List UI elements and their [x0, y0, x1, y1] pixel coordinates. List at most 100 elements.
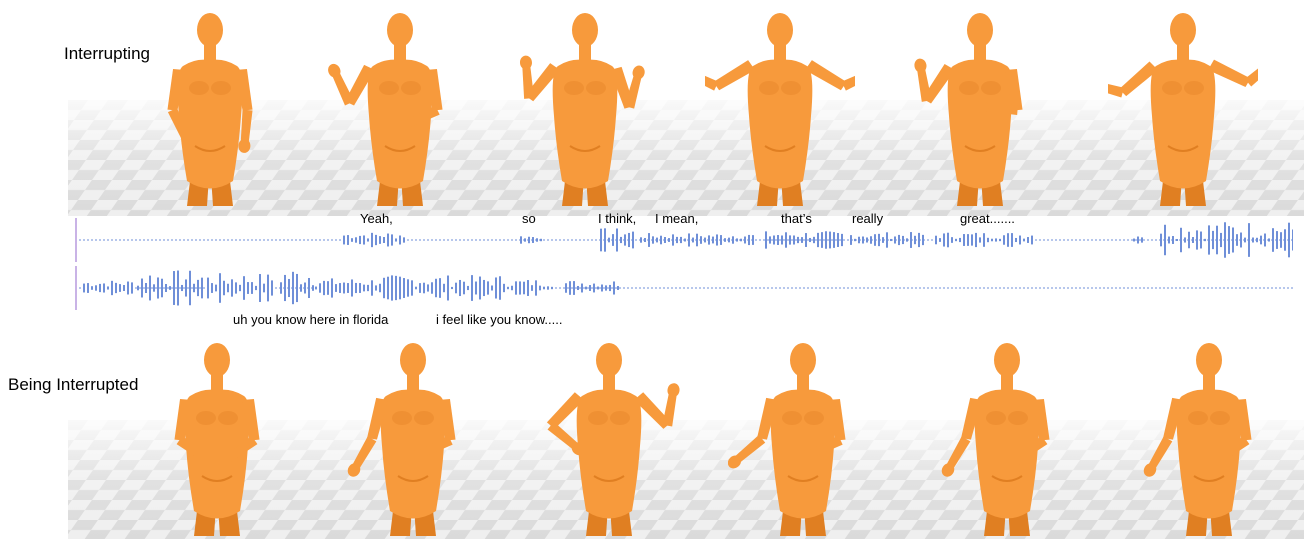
waveform-bar — [769, 236, 771, 244]
waveform-bar — [271, 280, 273, 296]
waveform-bar — [499, 276, 501, 300]
waveform-bar — [890, 238, 892, 242]
waveform-bar — [748, 234, 750, 246]
waveform-bar — [632, 231, 634, 249]
waveform-bar — [467, 285, 469, 291]
waveform-bar — [455, 282, 457, 294]
waveform-bar — [1011, 233, 1013, 247]
waveform-bar — [732, 236, 734, 244]
waveform-bar — [1248, 223, 1250, 257]
waveform-bar — [1220, 232, 1222, 248]
waveform-bar — [597, 286, 599, 290]
waveform-bar — [411, 280, 413, 296]
waveform-bar — [327, 281, 329, 295]
waveform-bar — [1137, 236, 1139, 244]
waveform-bar — [878, 233, 880, 247]
waveform-bar — [443, 283, 445, 293]
waveform-bar — [1133, 238, 1135, 242]
waveform-bar — [319, 283, 321, 293]
waveform-bar — [585, 286, 587, 290]
waveform-bar — [491, 285, 493, 291]
waveform-bar — [854, 238, 856, 242]
waveform-bar — [483, 279, 485, 297]
waveform-bar — [841, 233, 843, 247]
waveform-bar — [1196, 230, 1198, 250]
waveform-bar — [963, 234, 965, 246]
waveform-bar — [323, 280, 325, 296]
waveform-bar — [680, 236, 682, 244]
waveform-bar — [939, 238, 941, 242]
waveform-bar — [99, 283, 101, 293]
waveform-bar — [1224, 222, 1226, 258]
waveform-bar — [431, 282, 433, 294]
waveform-bar — [520, 236, 522, 244]
waveform-bar — [211, 283, 213, 293]
waveform-bar — [1208, 225, 1210, 255]
waveform-bar — [495, 277, 497, 299]
waveform-bar — [292, 271, 294, 305]
waveform-bar — [351, 238, 353, 242]
waveform-bar — [243, 276, 245, 300]
waveform-bar — [967, 234, 969, 246]
waveform-bar — [918, 232, 920, 248]
waveform-bar — [914, 235, 916, 245]
waveform-bar — [95, 285, 97, 291]
waveform-bar — [668, 238, 670, 242]
interrupter-waveform — [75, 222, 1293, 258]
waveform-bar — [886, 232, 888, 248]
waveform-bar — [359, 235, 361, 245]
waveform-bar — [1276, 231, 1278, 249]
waveform-bar — [652, 236, 654, 244]
waveform-bar — [543, 286, 545, 290]
waveform-bar — [573, 281, 575, 295]
waveform-bar — [684, 238, 686, 242]
waveform-bar — [1015, 237, 1017, 243]
waveform-bar — [975, 232, 977, 248]
waveform-bar — [724, 238, 726, 242]
waveform-bar — [1272, 228, 1274, 252]
waveform-bar — [391, 234, 393, 246]
waveform-bar — [1019, 235, 1021, 245]
waveform-bar — [1268, 238, 1270, 242]
waveform-bar — [813, 236, 815, 244]
waveform-bar — [304, 282, 306, 294]
waveform-bar — [577, 285, 579, 291]
waveform-bar — [797, 236, 799, 244]
waveform-bar — [1252, 237, 1254, 243]
waveform-bar — [173, 271, 175, 305]
waveform-bar — [765, 231, 767, 249]
waveform-bar — [267, 274, 269, 302]
waveform-bar — [519, 281, 521, 295]
bottom-figure-2 — [347, 343, 456, 536]
waveform-bar — [616, 228, 618, 252]
bottom-figure-1 — [174, 343, 260, 536]
waveform-bar — [1200, 231, 1202, 249]
waveform-bar — [215, 284, 217, 292]
waveform-bar — [604, 228, 606, 252]
waveform-bar — [825, 231, 827, 249]
waveform-bar — [716, 234, 718, 246]
bottom-floor — [68, 420, 1304, 539]
waveform-bar — [251, 282, 253, 294]
waveform-bar — [971, 234, 973, 246]
waveform-bar — [781, 235, 783, 245]
bottom-figure-4 — [728, 343, 846, 536]
waveform-bar — [127, 281, 129, 295]
waveform-bar — [1192, 237, 1194, 243]
waveform-bar — [870, 236, 872, 244]
waveform-bar — [672, 234, 674, 246]
waveform-bar — [620, 236, 622, 244]
waveform-bar — [898, 234, 900, 246]
waveform-bar — [284, 274, 286, 302]
waveform-bar — [403, 278, 405, 298]
waveform-bar — [137, 285, 139, 291]
waveform-bar — [247, 282, 249, 294]
waveform-bar — [805, 233, 807, 247]
waveform-bar — [103, 283, 105, 293]
waveform-bar — [255, 285, 257, 291]
waveform-bar — [644, 237, 646, 243]
waveform-bar — [523, 281, 525, 295]
waveform-bar — [471, 275, 473, 301]
waveform-bar — [227, 283, 229, 293]
waveform-bar — [785, 232, 787, 248]
